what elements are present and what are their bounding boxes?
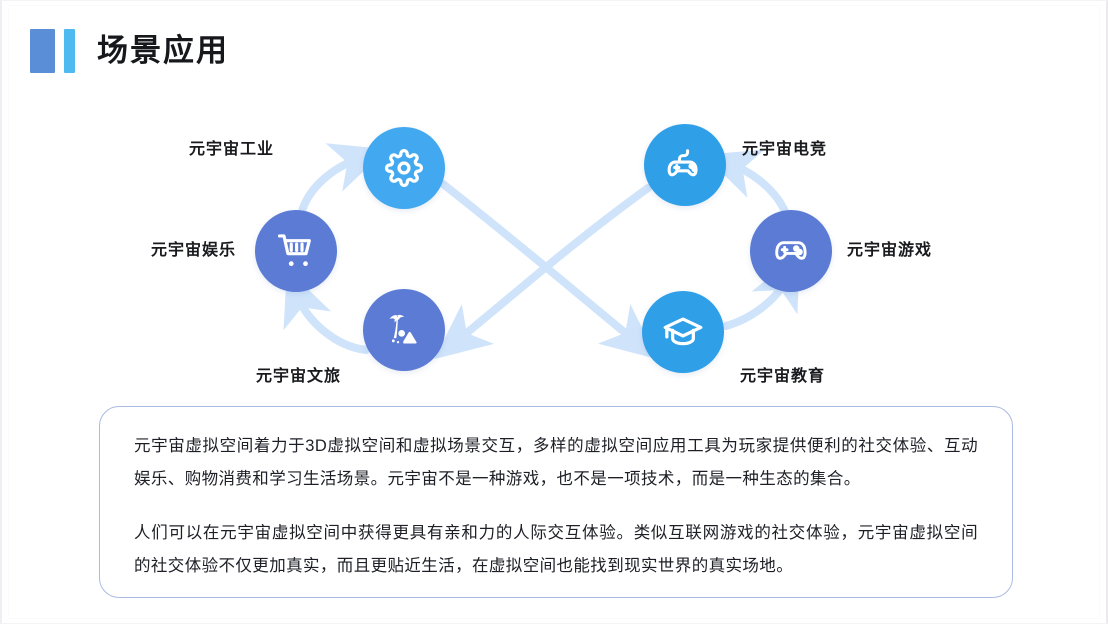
node-industry[interactable] [363,127,445,209]
palm-island-icon [384,310,424,350]
node-entertainment[interactable] [255,210,337,292]
node-label-gaming: 元宇宙游戏 [847,242,933,259]
description-paragraph-2: 人们可以在元宇宙虚拟空间中获得更具有亲和力的人际交互体验。类似互联网游戏的社交体… [134,524,978,575]
node-education[interactable] [642,291,724,373]
node-tourism[interactable] [363,289,445,371]
graduation-cap-icon [662,311,704,353]
arrow-esports-to-tourism [434,184,652,360]
node-label-industry: 元宇宙工业 [188,141,274,158]
node-label-education: 元宇宙教育 [740,368,826,385]
title-accent-bar-light [64,29,75,73]
node-label-tourism: 元宇宙文旅 [255,368,341,385]
gear-icon [385,149,423,187]
shopping-cart-icon [277,232,315,270]
node-gaming[interactable] [750,210,832,292]
scenario-diagram: 元宇宙工业 元宇宙娱乐 [2,96,1108,396]
arrow-industry-to-education [439,180,658,360]
gamepad-wire-icon [664,144,706,186]
node-esports[interactable] [644,124,726,206]
gamepad-icon [771,231,811,271]
arrow-entertainment-to-industry [298,143,387,215]
description-box: 元宇宙虚拟空间着力于3D虚拟空间和虚拟场景交互，多样的虚拟空间应用工具为玩家提供… [99,406,1013,598]
arrow-tourism-to-entertainment [283,268,370,354]
title-accent-bar-dark [30,29,55,73]
node-label-esports: 元宇宙电竞 [742,141,828,158]
page-title: 场景应用 [97,33,229,68]
slide-header: 场景应用 [30,29,229,73]
description-paragraph-1: 元宇宙虚拟空间着力于3D虚拟空间和虚拟场景交互，多样的虚拟空间应用工具为玩家提供… [134,437,978,488]
node-label-entertainment: 元宇宙娱乐 [150,242,236,259]
arrow-gaming-to-esports [703,149,791,221]
